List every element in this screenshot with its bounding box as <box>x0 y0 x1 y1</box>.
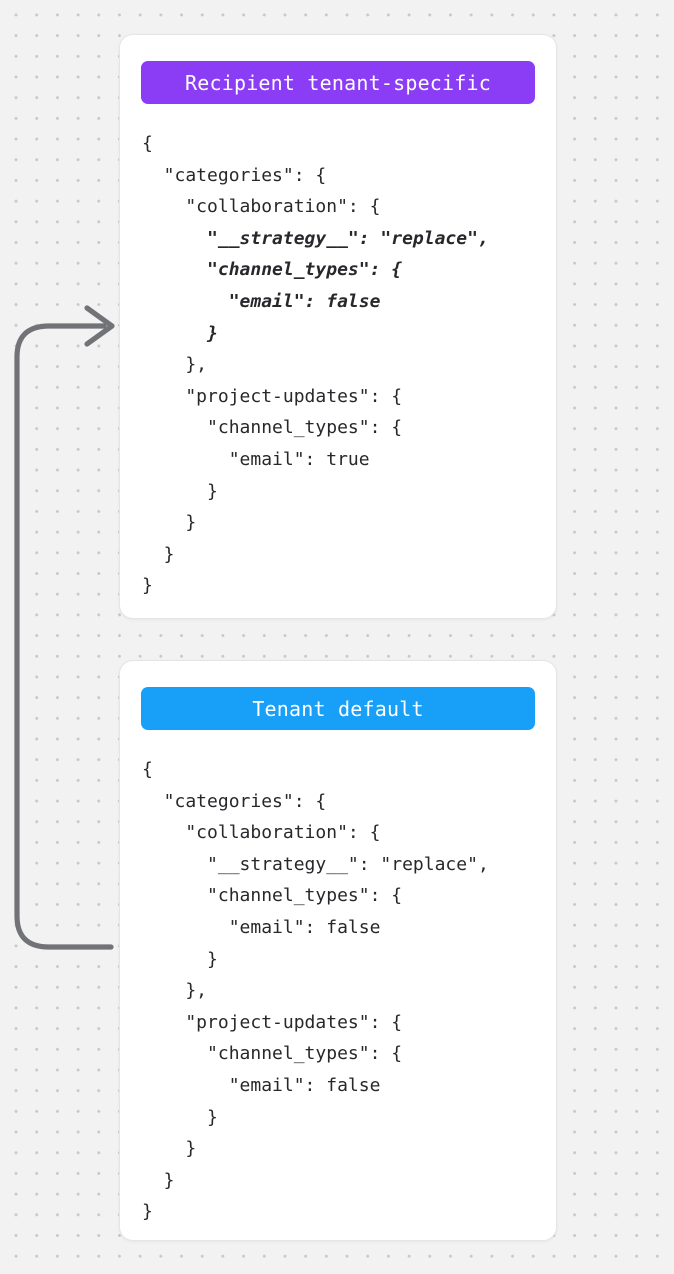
code-line: "email": false <box>142 916 381 938</box>
code-line: } <box>142 543 175 565</box>
code-line: "email": false <box>142 1074 381 1096</box>
code-line: } <box>142 948 218 970</box>
code-line: "categories": { <box>142 164 327 186</box>
merge-flow-arrow <box>14 305 115 950</box>
code-line: "channel_types": { <box>142 885 403 907</box>
code-line: "channel_types": { <box>142 417 403 439</box>
code-line: "__strategy__": "replace", <box>142 853 489 875</box>
code-line: "project-updates": { <box>142 385 403 407</box>
code-line: } <box>142 1106 218 1128</box>
code-line: "categories": { <box>142 790 327 812</box>
code-line: "channel_types": { <box>142 259 403 281</box>
code-line: } <box>142 480 218 502</box>
arrowhead-icon <box>84 305 115 347</box>
code-line: "email": false <box>142 290 381 312</box>
recipient-tenant-specific-card: Recipient tenant-specific { "categories"… <box>119 34 557 619</box>
tenant-default-card: Tenant default { "categories": { "collab… <box>119 660 557 1241</box>
json-code-block: { "categories": { "collaboration": { "__… <box>142 754 535 1228</box>
recipient-tenant-specific-badge: Recipient tenant-specific <box>141 61 535 104</box>
arrow-line <box>14 323 114 950</box>
code-line: "collaboration": { <box>142 822 381 844</box>
code-line: "email": true <box>142 448 370 470</box>
code-line: "project-updates": { <box>142 1011 403 1033</box>
code-line: } <box>142 1169 175 1191</box>
code-line: } <box>142 322 218 344</box>
code-line: "__strategy__": "replace", <box>142 227 489 249</box>
code-line: { <box>142 759 153 780</box>
code-line: { <box>142 133 153 154</box>
code-line: }, <box>142 354 208 376</box>
code-line: "collaboration": { <box>142 196 381 218</box>
code-line: } <box>142 512 197 534</box>
code-line: } <box>142 1201 153 1223</box>
code-line: "channel_types": { <box>142 1043 403 1065</box>
code-line: } <box>142 575 153 597</box>
json-code-block: { "categories": { "collaboration": { "__… <box>142 128 535 602</box>
code-line: } <box>142 1138 197 1160</box>
tenant-default-badge: Tenant default <box>141 687 535 730</box>
code-line: }, <box>142 980 208 1002</box>
